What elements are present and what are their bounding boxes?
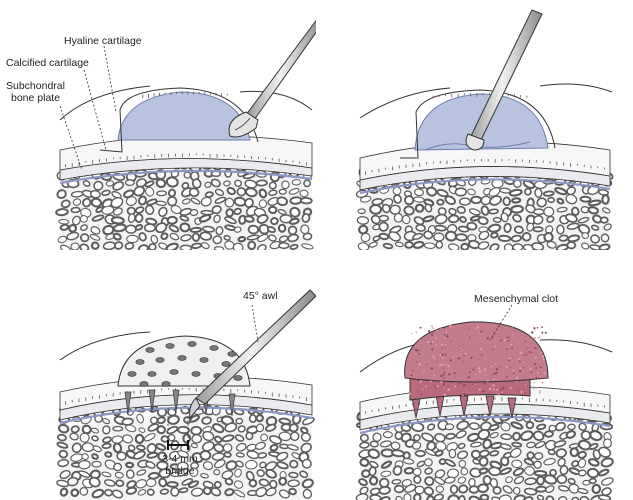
- panel-microfracture-holes: [56, 289, 316, 500]
- hole: [227, 351, 237, 357]
- panel-clot-formation: [355, 304, 614, 500]
- tidemark-line: [359, 415, 611, 435]
- bridge-measure: [167, 408, 189, 452]
- hole: [191, 371, 201, 377]
- hole: [161, 381, 171, 387]
- hole: [177, 355, 187, 361]
- hole: [233, 375, 243, 381]
- tidemark-line: [59, 169, 313, 185]
- clot-leader: [489, 304, 513, 341]
- hole: [165, 343, 175, 349]
- surface-ticks: [142, 91, 228, 99]
- channel: [124, 391, 132, 415]
- channel: [172, 389, 180, 413]
- microfracture-holes: [127, 341, 243, 387]
- hole: [187, 341, 197, 347]
- label-hyaline-cartilage: Hyaline cartilage: [64, 35, 142, 47]
- awl-instrument: [189, 289, 316, 420]
- curette-instrument: [228, 19, 316, 138]
- hole: [221, 361, 231, 367]
- channel: [228, 393, 236, 417]
- hole: [147, 371, 157, 377]
- label-bridge-line2: bridge: [165, 465, 195, 477]
- hole: [139, 381, 149, 387]
- label-leaders: [59, 45, 117, 171]
- hole: [127, 371, 137, 377]
- mesenchymal-clot: [404, 321, 549, 419]
- surface-ticks: [65, 153, 308, 167]
- hole: [155, 357, 165, 363]
- surface-ticks: [364, 158, 605, 175]
- label-bridge: 3-4 mm bridge: [158, 453, 202, 477]
- hole: [199, 357, 209, 363]
- panel-debridement: [355, 9, 614, 250]
- surface-ticks: [432, 93, 528, 98]
- tidemark-line: [359, 178, 611, 195]
- curette-instrument: [465, 9, 543, 151]
- hole: [145, 347, 155, 353]
- hole: [135, 359, 145, 365]
- awl-leader: [251, 304, 259, 343]
- label-subchondral-line2: bone plate: [11, 92, 61, 104]
- panel-intact-defect: [55, 19, 316, 250]
- hole: [209, 345, 219, 351]
- label-mesenchymal-clot: Mesenchymal clot: [474, 293, 559, 305]
- trabecular-pattern: [355, 167, 614, 250]
- label-awl: 45° awl: [243, 290, 278, 302]
- channel: [148, 389, 156, 413]
- label-bridge-line1: 3-4 mm: [162, 453, 198, 465]
- label-subchondral-line1: Subchondral: [6, 80, 65, 92]
- tidemark-line: [59, 406, 313, 425]
- hole: [169, 369, 179, 375]
- trabecular-pattern: [355, 411, 614, 500]
- label-subchondral-bone-plate: Subchondral bone plate: [6, 80, 65, 104]
- label-calcified-cartilage: Calcified cartilage: [6, 57, 89, 69]
